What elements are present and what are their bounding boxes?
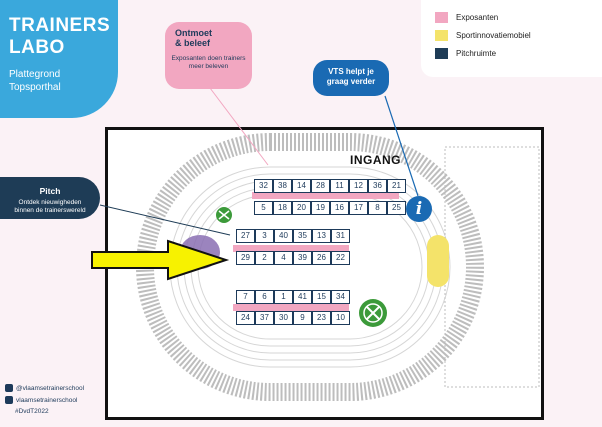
booth-32[interactable]: 32 bbox=[254, 179, 273, 193]
legend-label-mobiel: Sportinnovatiemobiel bbox=[456, 31, 531, 40]
booth-16[interactable]: 16 bbox=[330, 201, 349, 215]
booth-24[interactable]: 24 bbox=[236, 311, 255, 325]
booth-38[interactable]: 38 bbox=[273, 179, 292, 193]
sportinnovatiemobiel bbox=[427, 235, 449, 287]
social-instagram[interactable]: @vlaamsetrainerschool bbox=[5, 384, 84, 392]
callout-pitch-desc-2: binnen de trainerswereld bbox=[14, 207, 86, 214]
booth-36[interactable]: 36 bbox=[368, 179, 387, 193]
exposant-strip-top bbox=[252, 192, 399, 199]
booth-5[interactable]: 5 bbox=[254, 201, 273, 215]
callout-pitch-desc-1: Ontdek nieuwigheden bbox=[18, 199, 82, 206]
page-subtitle: Plattegrond Topsporthal bbox=[9, 68, 61, 94]
booth-13[interactable]: 13 bbox=[312, 229, 331, 243]
callout-pitch-desc: Ontdek nieuwigheden binnen de trainerswe… bbox=[0, 199, 100, 215]
facebook-handle: vlaamsetrainerschool bbox=[16, 396, 78, 404]
booth-35[interactable]: 35 bbox=[293, 229, 312, 243]
legend-swatch-mobiel bbox=[435, 30, 448, 41]
booth-41[interactable]: 41 bbox=[293, 290, 312, 304]
callout-ontmoet-title-2: & beleef bbox=[175, 38, 211, 48]
booth-15[interactable]: 15 bbox=[312, 290, 331, 304]
legend-item-pitch: Pitchruimte bbox=[435, 48, 496, 59]
callout-pitch-title: Pitch bbox=[39, 186, 61, 196]
subtitle-line-2: Topsporthal bbox=[9, 82, 61, 93]
instagram-handle: @vlaamsetrainerschool bbox=[16, 384, 85, 392]
facebook-icon bbox=[5, 396, 13, 404]
booth-27[interactable]: 27 bbox=[236, 229, 255, 243]
callout-vts: VTS helpt je graag verder bbox=[313, 60, 389, 96]
booth-6[interactable]: 6 bbox=[255, 290, 274, 304]
booth-10[interactable]: 10 bbox=[331, 311, 350, 325]
legend: Exposanten Sportinnovatiemobiel Pitchrui… bbox=[421, 0, 602, 77]
booth-18[interactable]: 18 bbox=[273, 201, 292, 215]
subtitle-line-1: Plattegrond bbox=[9, 69, 61, 80]
booth-12[interactable]: 12 bbox=[349, 179, 368, 193]
booth-2[interactable]: 2 bbox=[255, 251, 274, 265]
social-facebook[interactable]: vlaamsetrainerschool bbox=[5, 396, 77, 404]
booth-3[interactable]: 3 bbox=[255, 229, 274, 243]
booth-14[interactable]: 14 bbox=[292, 179, 311, 193]
callout-vts-line-1: VTS helpt je bbox=[328, 67, 374, 76]
booth-31[interactable]: 31 bbox=[331, 229, 350, 243]
booth-25[interactable]: 25 bbox=[387, 201, 406, 215]
page-title: TRAINERS LABO bbox=[9, 15, 110, 59]
title-panel: TRAINERS LABO Plattegrond Topsporthal bbox=[0, 0, 118, 118]
callout-vts-line-2: graag verder bbox=[326, 77, 376, 86]
booth-40[interactable]: 40 bbox=[274, 229, 293, 243]
booth-7[interactable]: 7 bbox=[236, 290, 255, 304]
booth-20[interactable]: 20 bbox=[292, 201, 311, 215]
callout-ontmoet-title: Ontmoet & beleef bbox=[175, 28, 212, 48]
legend-item-mobiel: Sportinnovatiemobiel bbox=[435, 30, 531, 41]
catering-icon-small bbox=[216, 207, 232, 223]
callout-ontmoet-desc-1: Exposanten doen trainers bbox=[171, 55, 246, 62]
booth-1[interactable]: 1 bbox=[274, 290, 293, 304]
entrance-label: INGANG bbox=[350, 153, 401, 167]
booth-17[interactable]: 17 bbox=[349, 201, 368, 215]
title-line-2: LABO bbox=[9, 37, 65, 58]
booth-29[interactable]: 29 bbox=[236, 251, 255, 265]
callout-ontmoet-desc: Exposanten doen trainers meer beleven bbox=[165, 55, 252, 71]
arrow-pointer bbox=[91, 239, 230, 281]
booth-34[interactable]: 34 bbox=[331, 290, 350, 304]
booth-11[interactable]: 11 bbox=[330, 179, 349, 193]
instagram-icon bbox=[5, 384, 13, 392]
legend-swatch-pitch bbox=[435, 48, 448, 59]
booth-28[interactable]: 28 bbox=[311, 179, 330, 193]
hashtag: #DvdT2022 bbox=[15, 408, 49, 415]
booth-23[interactable]: 23 bbox=[312, 311, 331, 325]
exposant-strip-mid bbox=[233, 245, 349, 252]
booth-19[interactable]: 19 bbox=[311, 201, 330, 215]
exposant-strip-bottom bbox=[233, 304, 349, 311]
info-icon[interactable]: i bbox=[406, 196, 432, 222]
callout-ontmoet-title-1: Ontmoet bbox=[175, 28, 212, 38]
legend-label-exposanten: Exposanten bbox=[456, 13, 499, 22]
booth-39[interactable]: 39 bbox=[293, 251, 312, 265]
booth-4[interactable]: 4 bbox=[274, 251, 293, 265]
booth-26[interactable]: 26 bbox=[312, 251, 331, 265]
booth-22[interactable]: 22 bbox=[331, 251, 350, 265]
booth-21[interactable]: 21 bbox=[387, 179, 406, 193]
booth-30[interactable]: 30 bbox=[274, 311, 293, 325]
callout-ontmoet-desc-2: meer beleven bbox=[188, 63, 229, 70]
booth-8[interactable]: 8 bbox=[368, 201, 387, 215]
legend-item-exposanten: Exposanten bbox=[435, 12, 498, 23]
callout-ontmoet: Ontmoet & beleef Exposanten doen trainer… bbox=[165, 22, 252, 89]
booth-37[interactable]: 37 bbox=[255, 311, 274, 325]
legend-swatch-exposanten bbox=[435, 12, 448, 23]
booth-9[interactable]: 9 bbox=[293, 311, 312, 325]
title-line-1: TRAINERS bbox=[9, 15, 111, 36]
catering-icon-large bbox=[359, 299, 387, 327]
callout-pitch: Pitch Ontdek nieuwigheden binnen de trai… bbox=[0, 177, 100, 219]
legend-label-pitch: Pitchruimte bbox=[456, 49, 497, 58]
